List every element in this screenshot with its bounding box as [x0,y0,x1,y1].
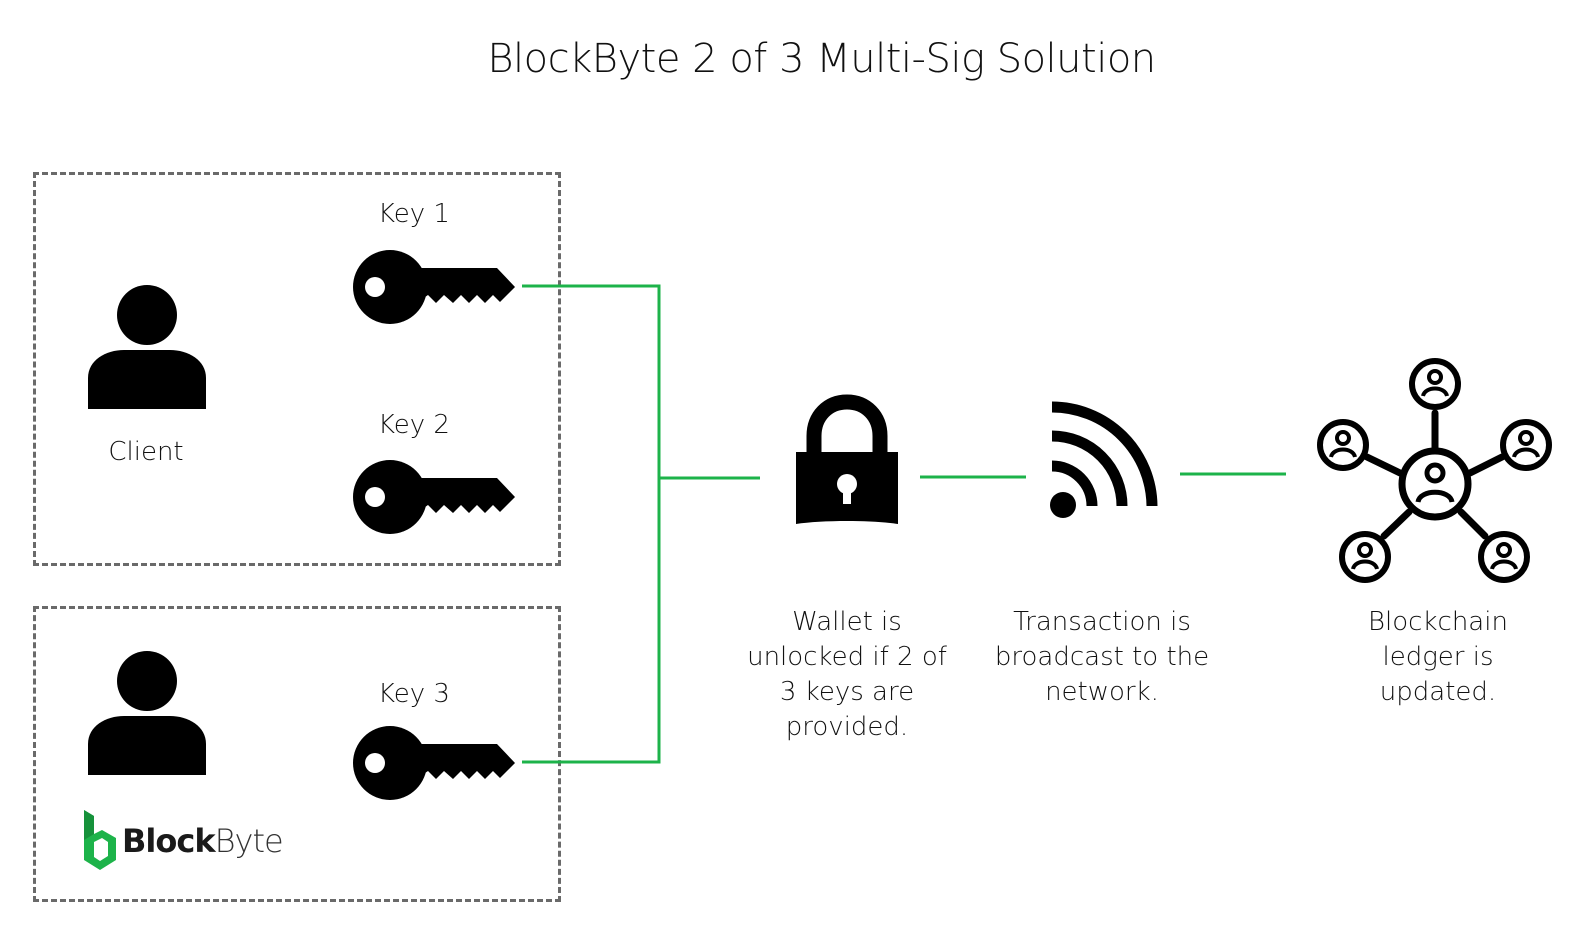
ledger-caption-line: ledger is [1382,642,1494,672]
key-3-label: Key 3 [378,679,450,709]
connector-key1 [522,284,661,478]
network-nodes-icon [1312,356,1558,588]
logo-text-bold: Block [122,822,216,860]
wifi-signal-icon [1046,400,1160,522]
person-icon [86,284,208,412]
padlock-icon [794,394,900,528]
page-title: BlockByte 2 of 3 Multi-Sig Solution [487,36,1156,82]
transaction-caption: Transaction is broadcast to the network. [982,605,1222,710]
transaction-caption-line: broadcast to the [994,642,1210,672]
client-group-box [33,172,561,566]
wallet-caption-line: provided. [785,712,909,742]
wallet-caption-line: unlocked if 2 of [747,642,947,672]
wallet-caption-line: 3 keys are [779,677,915,707]
ledger-caption-line: Blockchain [1368,607,1508,637]
key-icon [352,458,517,536]
logo-text-light: Byte [214,822,284,860]
ledger-caption-line: updated. [1379,677,1497,707]
transaction-caption-line: Transaction is [1013,607,1191,637]
key-2-label: Key 2 [378,410,450,440]
blockbyte-logo-text: BlockByte [122,822,284,860]
transaction-caption-line: network. [1045,677,1159,707]
key-icon [352,724,517,802]
key-1-label: Key 1 [378,199,450,229]
wallet-caption: Wallet is unlocked if 2 of 3 keys are pr… [737,605,957,745]
center-node [1398,447,1472,521]
person-icon [86,650,208,778]
client-label: Client [108,437,184,467]
ledger-caption: Blockchain ledger is updated. [1338,605,1538,710]
wallet-caption-line: Wallet is [792,607,902,637]
connector-key3 [522,478,661,764]
blockbyte-logo: BlockByte [80,808,284,874]
blockbyte-group-box [33,606,561,902]
blockbyte-logo-mark-icon [84,810,116,870]
key-icon [352,248,517,326]
